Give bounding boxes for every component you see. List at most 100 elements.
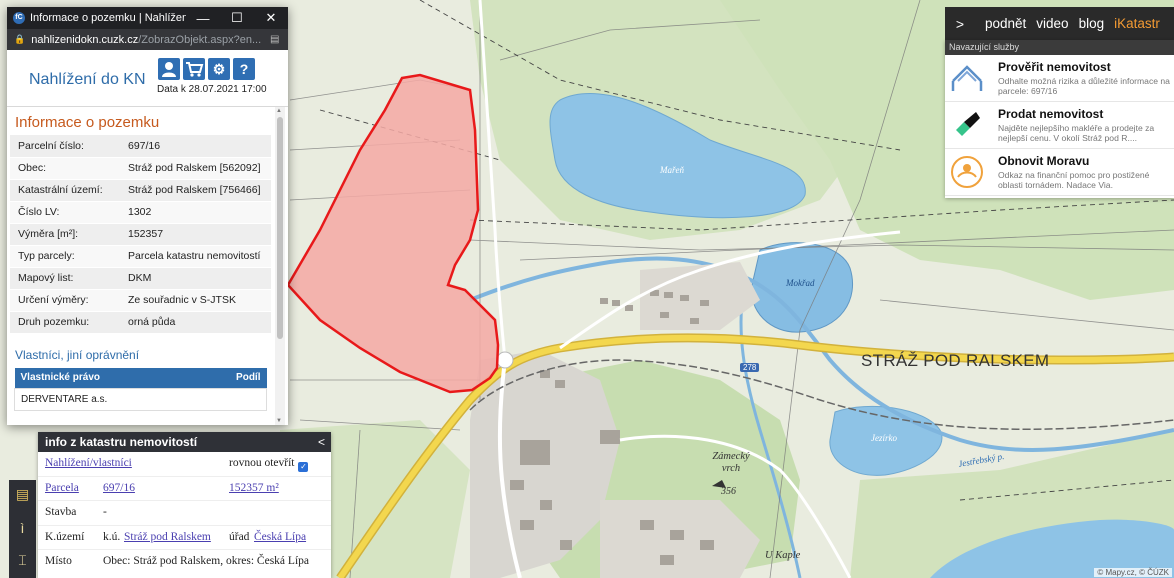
hill-height-label: 356	[721, 486, 736, 497]
ruler-icon[interactable]: ⌶	[18, 552, 27, 568]
info-row-place: Místo Obec: Stráž pod Ralskem, okres: Če…	[38, 550, 331, 575]
row-value[interactable]: Stráž pod Ralskem [562092]	[120, 157, 271, 180]
chevron-left-icon[interactable]: <	[317, 435, 325, 449]
cadastre-info-panel: info z katastru nemovitostí < Nahlížení/…	[38, 432, 331, 578]
row-key: Určení výměry:	[10, 289, 120, 312]
lake-label-maren: Mařeň	[660, 165, 684, 175]
info-row-parcel: Parcela 697/16 152357 m²	[38, 477, 331, 501]
service-item-prodat[interactable]: Prodat nemovitost Najděte nejlepšího mak…	[945, 102, 1174, 149]
info-row-building: Stavba -	[38, 501, 331, 526]
maximize-icon[interactable]: ☐	[231, 10, 243, 25]
row-key: Parcelní číslo:	[10, 135, 120, 158]
kn-header: Nahlížení do KN ⚙ ? Data k 28.07.2021 17…	[7, 50, 288, 107]
scroll-down-icon[interactable]: ▼	[276, 418, 282, 424]
office-label: úřad	[229, 530, 250, 543]
section-title: Informace o pozemku	[15, 114, 160, 131]
open-directly-label[interactable]: rovnou otevřít✓	[229, 457, 309, 472]
service-item-proverit[interactable]: Prověřit nemovitost Odhalte možná rizika…	[945, 55, 1174, 102]
extension-icon[interactable]: ▤	[270, 34, 280, 45]
menu-item-podnet[interactable]: podnět	[985, 16, 1027, 31]
service-desc: Odkaz na finanční pomoc pro postižené ob…	[998, 170, 1150, 190]
user-icon[interactable]	[158, 58, 180, 80]
chevron-right-icon[interactable]: >	[955, 15, 965, 32]
place-label: Místo	[45, 555, 72, 567]
menu-item-ikatastr[interactable]: iKatastr	[1114, 16, 1160, 31]
info-row-view: Nahlížení/vlastníci rovnou otevřít✓	[38, 452, 331, 477]
owner-name[interactable]: DERVENTARE a.s.	[14, 388, 267, 411]
services-header: Navazující služby	[945, 40, 1174, 55]
ku-link[interactable]: Stráž pod Ralskem	[124, 530, 211, 543]
row-key: Číslo LV:	[10, 201, 120, 224]
window-titlebar[interactable]: fC Informace o pozemku | Nahlížení d... …	[7, 7, 288, 29]
help-icon[interactable]: ?	[233, 58, 255, 80]
town-label: STRÁŽ POD RALSKEM	[861, 351, 1050, 370]
parcel-number-link[interactable]: 697/16	[103, 481, 135, 494]
table-row: Druh pozemku:orná půda	[10, 311, 271, 334]
app-title: Nahlížení do KN	[29, 71, 146, 88]
minimize-icon[interactable]: —	[196, 10, 210, 26]
row-value: Parcela katastru nemovitostí	[120, 245, 271, 268]
menu-item-video[interactable]: video	[1036, 16, 1069, 31]
menu-item-blog[interactable]: blog	[1078, 16, 1105, 31]
table-row: Mapový list:DKM	[10, 267, 271, 290]
table-row: Výměra [m²]:152357	[10, 223, 271, 246]
service-title: Prodat nemovitost	[998, 107, 1104, 121]
table-row: Typ parcely:Parcela katastru nemovitostí	[10, 245, 271, 268]
scroll-thumb[interactable]	[277, 117, 283, 339]
checkbox-checked-icon[interactable]: ✓	[298, 462, 309, 472]
data-date: Data k 28.07.2021 17:00	[157, 84, 267, 95]
popup-scrollbar[interactable]: ▲ ▼	[275, 107, 285, 425]
service-desc: Najděte nejlepšího makléře a prodejte za…	[998, 123, 1155, 143]
row-key: Obec:	[10, 157, 120, 180]
parcel-area-link[interactable]: 152357 m²	[229, 481, 279, 494]
owners-col-share: Podíl	[191, 367, 267, 389]
lock-icon: 🔒	[14, 34, 26, 44]
parcel-label-link[interactable]: Parcela	[45, 481, 79, 494]
comment-icon[interactable]: ▤	[15, 486, 30, 502]
open-directly-text: rovnou otevřít	[229, 457, 295, 469]
services-panel: Navazující služby Prověřit nemovitost Od…	[945, 40, 1174, 198]
table-row: Číslo LV:1302	[10, 201, 271, 224]
ku-label: K.území	[45, 530, 85, 543]
close-icon[interactable]: ✕	[265, 10, 277, 25]
person-walk-icon[interactable]: ì	[20, 520, 25, 536]
row-value[interactable]: Stráž pod Ralskem [756466]	[120, 179, 271, 202]
row-value: 152357	[120, 223, 271, 246]
ku-prefix: k.ú.	[103, 530, 121, 543]
office-link[interactable]: Česká Lípa	[254, 530, 307, 543]
table-row: Obec:Stráž pod Ralskem [562092]	[10, 157, 271, 180]
row-key: Typ parcely:	[10, 245, 120, 268]
house-outline-icon	[950, 61, 984, 95]
url-path: /ZobrazObjekt.aspx?en...	[138, 33, 262, 46]
service-item-obnovit[interactable]: Obnovit Moravu Odkaz na finanční pomoc p…	[945, 149, 1174, 196]
cart-icon[interactable]	[183, 58, 205, 80]
info-row-ku: K.území k.ú. Stráž pod Ralskem úřad Česk…	[38, 526, 331, 550]
heart-hands-icon	[950, 155, 984, 189]
arrow-logo-icon	[950, 108, 984, 142]
site-favicon: fC	[13, 12, 25, 24]
row-value: orná půda	[120, 311, 271, 334]
row-value[interactable]: 1302	[120, 201, 271, 224]
road-number-badge: 278	[740, 363, 760, 372]
service-desc: Odhalte možná rizika a důležité informac…	[998, 76, 1170, 96]
parcel-info-content: Informace o pozemku Parcelní číslo:697/1…	[7, 107, 271, 425]
window-title: Informace o pozemku | Nahlížení d...	[30, 12, 186, 24]
scroll-up-icon[interactable]: ▲	[276, 108, 282, 114]
row-key: Mapový list:	[10, 267, 120, 290]
row-value: Ze souřadnic v S-JTSK	[120, 289, 271, 312]
lake-label-mokrad: Mokřad	[786, 278, 815, 288]
view-owners-link[interactable]: Nahlížení/vlastníci	[45, 457, 132, 469]
info-panel-title: info z katastru nemovitostí	[45, 435, 198, 449]
lake-label-jezirko: Jezírko	[871, 433, 897, 443]
owners-title: Vlastníci, jiní oprávnění	[15, 347, 140, 362]
table-row[interactable]: DERVENTARE a.s.	[14, 388, 267, 411]
row-key: Výměra [m²]:	[10, 223, 120, 246]
address-bar[interactable]: 🔒 nahlizenidokn.cuzk.cz /ZobrazObjekt.as…	[7, 29, 288, 50]
service-title: Prověřit nemovitost	[998, 60, 1111, 74]
kn-popup-window[interactable]: fC Informace o pozemku | Nahlížení d... …	[7, 7, 288, 425]
place-value: Obec: Stráž pod Ralskem, okres: Česká Lí…	[103, 555, 309, 567]
building-value: -	[103, 506, 107, 518]
side-toolbar: ▤ ì ⌶	[9, 480, 36, 578]
gear-icon[interactable]: ⚙	[208, 58, 230, 80]
